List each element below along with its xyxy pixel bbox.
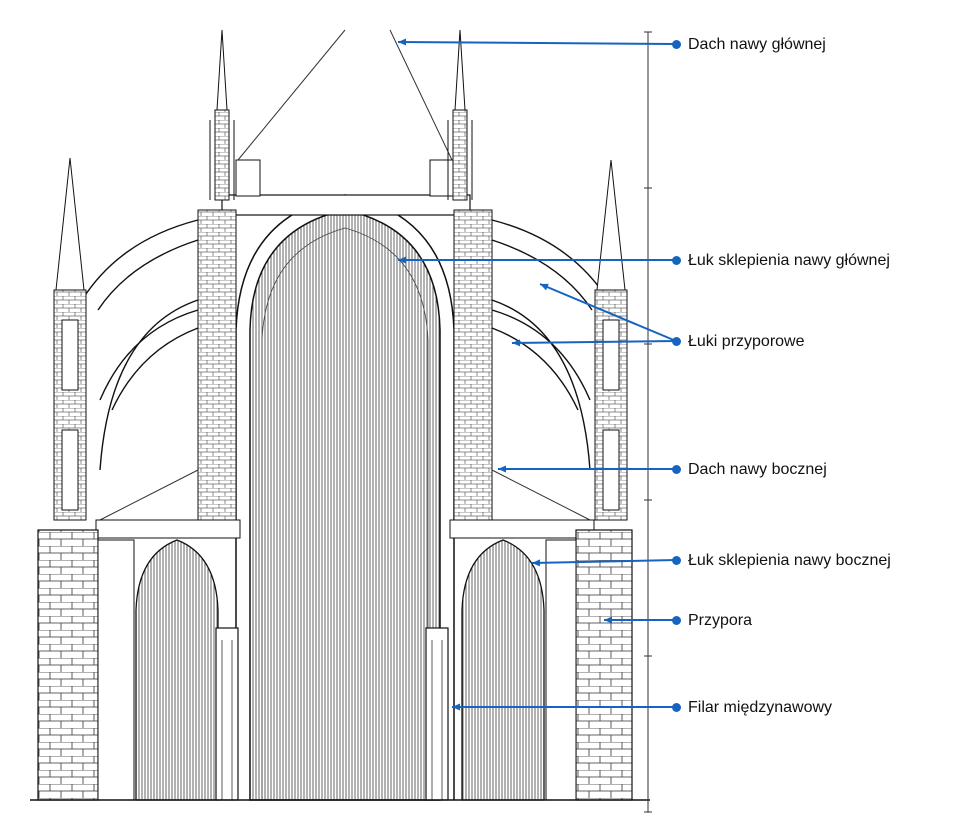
leader-flying-buttresses-upper [539, 283, 677, 342]
right-aisle-vault [461, 539, 545, 801]
callout-dot-inter-nave-pillar [672, 703, 681, 712]
right-inner-pinnacle [447, 29, 473, 201]
leader-side-aisle-vault-arch [531, 559, 677, 564]
label-inter-nave-pillar: Filar międzynawowy [688, 699, 833, 716]
label-side-aisle-roof: Dach nawy bocznej [688, 461, 827, 478]
label-main-nave-roof: Dach nawy głównej [688, 36, 826, 53]
callout-dot-buttress [672, 616, 681, 625]
left-flying-buttresses [81, 219, 199, 471]
label-side-aisle-vault-arch: Łuk sklepienia nawy bocznej [688, 552, 891, 569]
right-buttress [575, 529, 633, 801]
leader-side-aisle-roof-arrowhead [498, 465, 506, 473]
leader-main-nave-roof-arrowhead [398, 38, 407, 46]
left-outer-pinnacle [53, 157, 87, 521]
left-aisle-vault [135, 539, 219, 801]
leader-inter-nave-pillar-arrowhead [452, 703, 460, 711]
callout-dot-flying-buttresses [672, 337, 681, 346]
label-main-nave-vault-arch: Łuk sklepienia nawy głównej [688, 252, 890, 269]
left-inner-pinnacle [209, 29, 235, 201]
left-buttress [37, 529, 99, 801]
leader-flying-buttresses-lower [511, 340, 677, 344]
callout-dot-main-nave-vault-arch [672, 256, 681, 265]
callout-dot-side-aisle-vault-arch [672, 556, 681, 565]
right-outer-pinnacle [594, 159, 628, 521]
right-pillar [425, 627, 449, 801]
scale-bar [644, 31, 652, 813]
left-pillar [215, 627, 239, 801]
leader-side-aisle-vault-arch-arrowhead [532, 559, 541, 567]
leader-buttress-arrowhead [604, 616, 612, 624]
right-flying-buttresses [491, 219, 609, 471]
label-buttress: Przypora [688, 612, 753, 629]
main-nave-vault [249, 209, 441, 801]
leader-main-nave-vault-arch-arrowhead [398, 256, 406, 264]
label-flying-buttresses: Łuki przyporowe [688, 333, 805, 350]
leader-flying-buttresses-upper-arrowhead [540, 283, 549, 291]
callout-dot-main-nave-roof [672, 40, 681, 49]
leader-flying-buttresses-lower-arrowhead [512, 339, 521, 347]
callout-dot-side-aisle-roof [672, 465, 681, 474]
leader-main-nave-roof [397, 41, 677, 45]
